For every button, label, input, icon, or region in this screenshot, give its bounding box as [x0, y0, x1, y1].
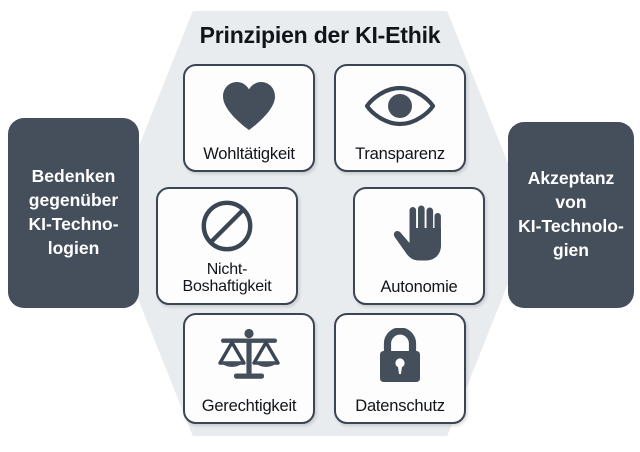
principle-card-datenschutz[interactable]: Datenschutz [334, 313, 466, 424]
principle-card-label: Autonomie [380, 277, 458, 296]
hand-icon [355, 189, 483, 279]
principle-card-transparenz[interactable]: Transparenz [334, 64, 466, 172]
eye-icon [336, 66, 464, 146]
prohibition-icon [158, 189, 296, 262]
principle-card-label: Datenschutz [355, 396, 445, 415]
principle-card-gerechtigkeit[interactable]: Gerechtigkeit [183, 313, 315, 424]
side-box-acceptance[interactable]: Akzeptanz von KI-Technolo- gien [508, 122, 634, 308]
lock-icon [336, 315, 464, 398]
scales-icon [185, 315, 313, 398]
principle-card-label: Gerechtigkeit [201, 396, 297, 415]
principle-card-label: Nicht- Boshaftigkeit [182, 261, 272, 296]
principle-card-label: Transparenz [355, 144, 445, 163]
principle-card-nicht-boshaftigkeit[interactable]: Nicht- Boshaftigkeit [156, 187, 298, 305]
side-box-acceptance-label: Akzeptanz von KI-Technolo- gien [518, 168, 624, 260]
principle-card-label: Wohltätigkeit [203, 144, 295, 163]
principle-card-wohltaetigkeit[interactable]: Wohltätigkeit [183, 64, 315, 172]
page-title: Prinzipien der KI-Ethik [199, 22, 441, 48]
side-box-concerns-label: Bedenken gegenüber KI-Techno- logien [28, 166, 119, 258]
principle-card-autonomie[interactable]: Autonomie [353, 187, 485, 305]
side-box-concerns[interactable]: Bedenken gegenüber KI-Techno- logien [8, 118, 139, 308]
heart-icon [185, 66, 313, 146]
